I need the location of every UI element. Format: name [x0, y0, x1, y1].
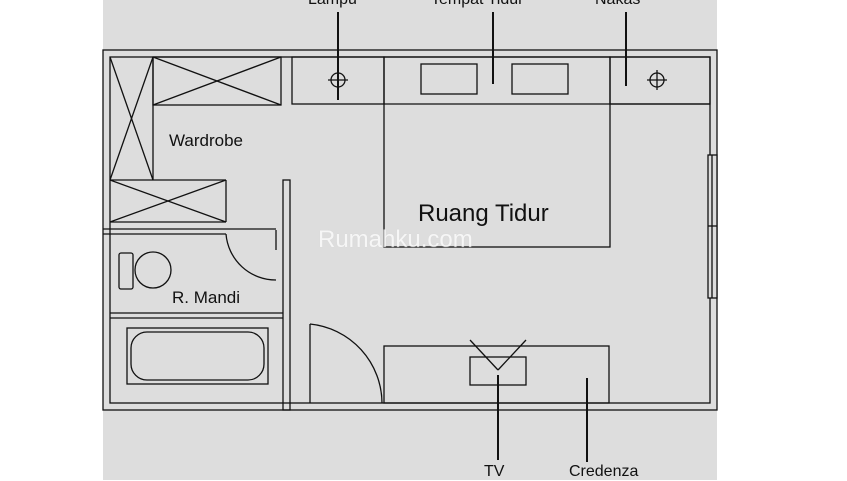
- bathtub: [126, 327, 269, 385]
- window: [707, 154, 718, 299]
- label-kamar-mandi: R. Mandi: [172, 288, 241, 307]
- label-tv: TV: [484, 463, 505, 480]
- label-tempat-tidur: Tempat Tidur: [431, 0, 523, 9]
- label-ruang-tidur: Ruang Tidur: [418, 200, 549, 227]
- bathroom-wall: [103, 179, 291, 411]
- watermark-text: Rumahku.com: [318, 226, 473, 253]
- toilet: [118, 251, 172, 290]
- bathroom-door: [225, 228, 277, 281]
- lamp-right: [647, 70, 667, 90]
- entrance-door: [309, 323, 383, 404]
- callout-leaders: [337, 12, 627, 462]
- wardrobe-cabinet: [109, 56, 282, 223]
- label-credenza: Credenza: [569, 463, 639, 480]
- label-lampu: Lampu: [308, 0, 357, 9]
- credenza: [383, 345, 610, 404]
- plan-background: [103, 0, 717, 480]
- label-nakas: Nakas: [595, 0, 640, 9]
- label-wardrobe: Wardrobe: [169, 131, 244, 150]
